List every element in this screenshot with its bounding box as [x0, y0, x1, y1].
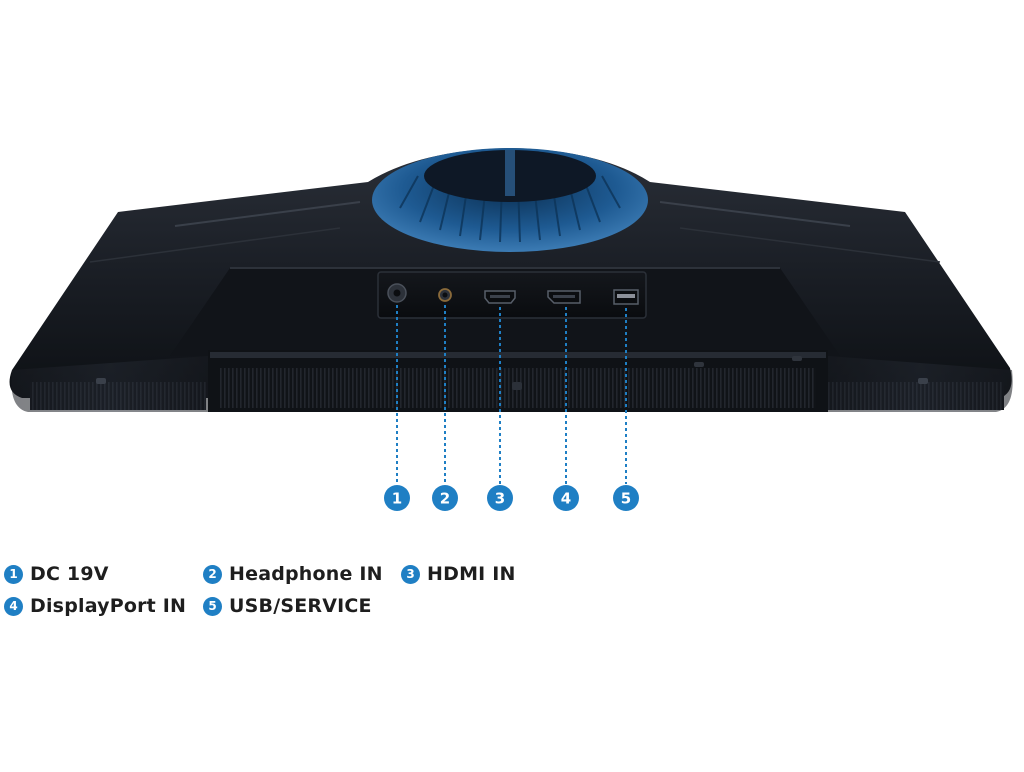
legend-item-usb-service: 5 USB/SERVICE: [203, 595, 372, 617]
callout-lines: [396, 305, 627, 484]
displayport-port-icon: [547, 290, 581, 304]
legend-item-displayport-in: 4 DisplayPort IN: [4, 595, 186, 617]
callout-number-1: 1: [392, 490, 402, 508]
callout-badge-2: 2: [432, 485, 458, 511]
hdmi-port-icon: [484, 290, 516, 304]
legend-label: USB/SERVICE: [229, 595, 372, 617]
legend-label: HDMI IN: [427, 563, 516, 585]
callout-badge-3: 3: [487, 485, 513, 511]
power-jack-icon: [387, 283, 407, 303]
legend-badge: 2: [203, 564, 222, 584]
callout-badge-1: 1: [384, 485, 410, 511]
callout-number-3: 3: [495, 490, 505, 508]
legend-item-hdmi-in: 3 HDMI IN: [401, 563, 516, 585]
headphone-jack-icon: [438, 288, 452, 302]
legend-badge: 5: [203, 596, 222, 616]
callout-badge-5: 5: [613, 485, 639, 511]
legend-label: DisplayPort IN: [30, 595, 187, 617]
legend-badge: 4: [4, 596, 23, 616]
callout-number-5: 5: [621, 490, 631, 508]
legend-label: Headphone IN: [229, 563, 383, 585]
legend-item-dc-19v: 1 DC 19V: [4, 563, 109, 585]
callout-number-4: 4: [561, 490, 571, 508]
legend-badge: 1: [4, 564, 23, 584]
legend-badge: 3: [401, 564, 420, 584]
callout-badge-4: 4: [553, 485, 579, 511]
usb-port-icon: [613, 289, 639, 305]
legend-item-headphone-in: 2 Headphone IN: [203, 563, 383, 585]
callout-number-2: 2: [440, 490, 450, 508]
legend-label: DC 19V: [30, 563, 109, 585]
